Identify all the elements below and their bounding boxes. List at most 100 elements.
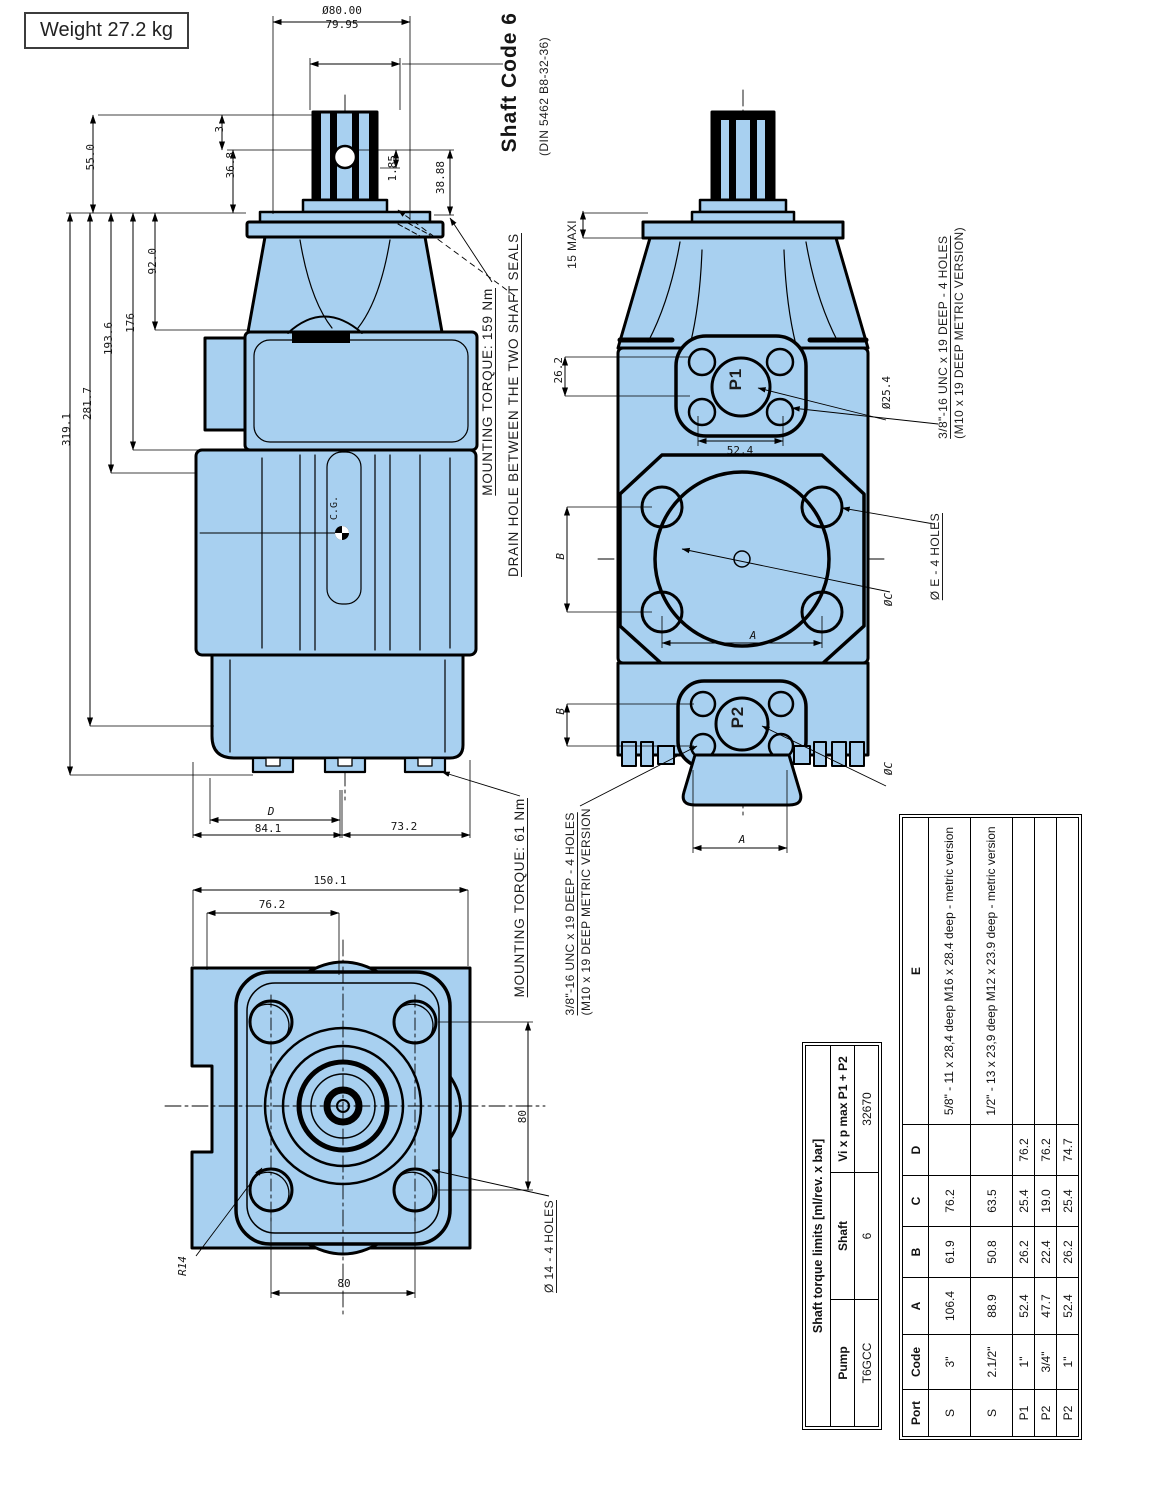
dim-a-upper: A [749,629,757,642]
dim-26-2: 26.2 [552,357,565,384]
table-row: P1 1" 52.4 26.2 25.4 76.2 [1012,817,1035,1437]
table-cell: 6 [854,1172,879,1300]
dim-dia-25-4: Ø25.4 [880,376,893,410]
table-cell: 5/8" - 11 x 28,4 deep M16 x 28.4 deep - … [928,817,971,1125]
table-cell [1012,817,1035,1125]
shaft-code-standard: (DIN 5462 B8-32-36) [537,37,551,156]
mounting-torque-shaft-label: MOUNTING TORQUE: 159 Nm [480,288,495,496]
table-cell: 1" [1012,1334,1035,1390]
dim-a-lower: A [738,833,746,846]
e-line2: M12 x 23.9 deep - metric version [983,826,998,1002]
dim-3: 3 [213,126,226,133]
dim-193-6: 193.6 [102,322,115,356]
weight-label-box: Weight 27.2 kg [24,12,190,49]
column-header: B [902,1226,929,1278]
port-dimensions-table-wrapper: Port Code A B C D E S 3" 106.4 61.9 76.2… [901,806,1080,1448]
table-cell [1034,817,1057,1125]
side-view-drawing [194,94,479,801]
table-cell: P1 [1012,1389,1035,1437]
dim-shaft-dia-max: Ø80.00 [322,4,362,17]
unc-callout-top-line2: (M10 x 19 DEEP METRIC VERSION) [952,227,967,439]
table-cell: 106.4 [928,1277,971,1335]
dim-92-0: 92.0 [146,248,159,275]
column-header: Code [902,1334,929,1390]
column-header: Vi x p max P1 + P2 [830,1045,855,1173]
unc-callout-bottom-line2: (M10 x 19 DEEP METRIC VERSION [579,808,594,1016]
table-cell: 26.2 [1056,1226,1079,1278]
table-row: Pump Shaft Vi x p max P1 + P2 [830,1045,855,1427]
table-row: S 2.1/2" 88.9 50.8 63.5 1/2" - 13 x 23,9… [970,817,1013,1437]
dim-r14: R14 [176,1256,189,1276]
port-p2-label: P2 [728,706,747,729]
table-cell: 50.8 [970,1226,1013,1278]
dim-d-label: D [267,805,275,818]
column-header: Pump [830,1299,855,1427]
port-dimensions-table: Port Code A B C D E S 3" 106.4 61.9 76.2… [901,806,1080,1448]
table-cell: 52.4 [1012,1277,1035,1335]
drain-hole-label: DRAIN HOLE BETWEEN THE TWO SHAFT SEALS [506,233,521,577]
table-row: T6GCC 6 32670 [854,1045,879,1427]
table-cell: 25.4 [1056,1175,1079,1227]
table-cell: P2 [1034,1389,1057,1437]
table-cell: S [970,1389,1013,1437]
holes-e-label: Ø E - 4 HOLES [928,513,942,601]
table-cell: 88.9 [970,1277,1013,1335]
table-cell: 3" [928,1334,971,1390]
table-cell: 52.4 [1056,1277,1079,1335]
shaft-code-title: Shaft Code 6 [498,12,521,153]
table-cell: 2.1/2" [970,1334,1013,1390]
e-line2: M16 x 28.4 deep - metric version [941,826,956,1002]
dim-shaft-dia-min: 79.95 [325,18,359,31]
table-cell: 22.4 [1034,1226,1057,1278]
unc-callout-top: 3/8"-16 UNC x 19 DEEP - 4 HOLES (M10 x 1… [935,227,967,439]
column-header: D [902,1124,929,1176]
e-line1: 1/2" - 13 x 23,9 deep [983,1004,998,1116]
table-row: S 3" 106.4 61.9 76.2 5/8" - 11 x 28,4 de… [928,817,971,1437]
port-p1-label: P1 [726,368,745,391]
mounting-torque-flange-label: MOUNTING TORQUE: 61 Nm [512,798,527,998]
dim-52-4: 52.4 [726,444,754,457]
torque-table-title: Shaft torque limits [ml/rev. x bar] [805,1045,831,1427]
table-cell: 76.2 [1012,1124,1035,1176]
table-cell: 1/2" - 13 x 23,9 deep M12 x 23.9 deep - … [970,817,1013,1125]
table-row: P2 1" 52.4 26.2 25.4 74.7 [1056,817,1079,1437]
front-view-drawing [597,89,887,816]
dim-b-lower: B [554,708,567,715]
unc-callout-bottom: 3/8"-16 UNC x 19 DEEP - 4 HOLES (M10 x 1… [562,808,594,1015]
column-header: Port [902,1389,929,1437]
table-cell: 76.2 [928,1175,971,1227]
dimension-lines [66,16,939,1298]
dim-38-88: 38.88 [434,161,447,195]
dim-15-maxi: 15 MAXI [565,220,579,269]
unc-callout-top-line1: 3/8"-16 UNC x 19 DEEP - 4 HOLES [936,235,950,439]
column-header: C [902,1175,929,1227]
dim-b-upper: B [554,553,567,560]
table-cell: 19.0 [1034,1175,1057,1227]
bottom-view-drawing [164,939,546,1316]
dim-dia-c-lower: ØC [882,762,895,776]
column-header: E [902,817,929,1125]
table-cell: 25.4 [1012,1175,1035,1227]
cg-label: C.G. [329,496,340,521]
table-cell: 1" [1056,1334,1079,1390]
dim-281-7: 281.7 [81,387,94,421]
dim-36-8: 36.8 [224,152,237,179]
shaft-torque-table: Shaft torque limits [ml/rev. x bar] Pump… [804,1029,880,1443]
dim-1-85: 1.85 [386,155,399,182]
table-cell: 32670 [854,1045,879,1173]
table-cell: 47.7 [1034,1277,1057,1335]
table-cell [928,1124,971,1176]
table-cell: 3/4" [1034,1334,1057,1390]
table-cell [970,1124,1013,1176]
weight-label: Weight 27.2 kg [40,19,174,41]
table-cell: 76.2 [1034,1124,1057,1176]
e-line1: 5/8" - 11 x 28,4 deep [941,1004,956,1116]
dim-150-1: 150.1 [313,874,347,887]
table-cell: 26.2 [1012,1226,1035,1278]
dim-55-0: 55.0 [84,144,97,171]
dim-319-1: 319.1 [60,413,73,447]
table-row: P2 3/4" 47.7 22.4 19.0 76.2 [1034,817,1057,1437]
holes-14-label: Ø 14 - 4 HOLES [542,1200,556,1293]
